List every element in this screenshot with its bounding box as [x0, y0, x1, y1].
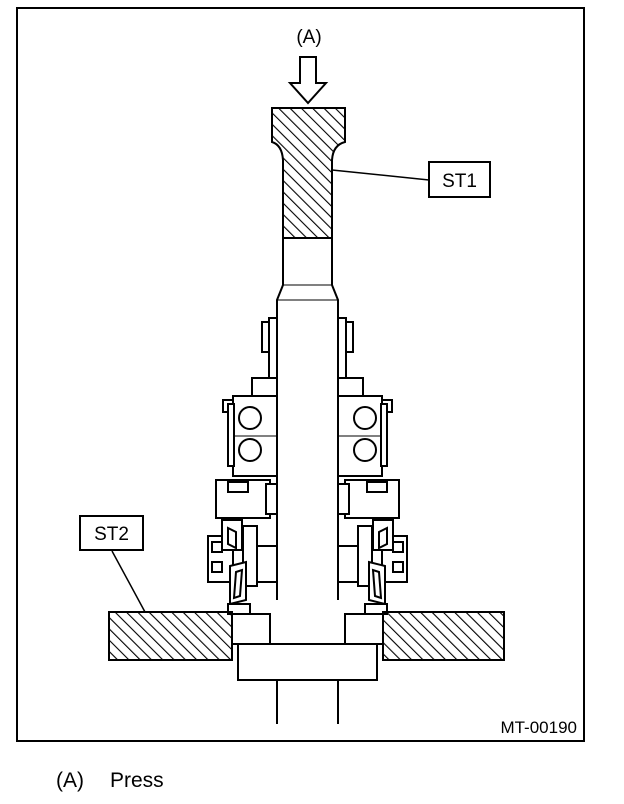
st1-callout-label: ST1	[442, 171, 477, 192]
figure-frame	[16, 7, 585, 742]
right-ball-bearing	[337, 377, 393, 477]
diagram-figure: (A) ST1	[16, 7, 585, 742]
st1-callout-box	[428, 161, 491, 198]
shaft-lower-end	[237, 643, 378, 724]
left-gear-block	[207, 479, 278, 645]
st2-callout-box	[79, 515, 144, 551]
upper-collar	[261, 317, 354, 379]
st2-base-plate-right	[382, 611, 505, 661]
st2-callout-label: ST2	[94, 524, 129, 545]
right-gear-block	[337, 479, 408, 645]
press-arrow-icon	[287, 56, 329, 105]
st1-press-tool	[271, 107, 346, 239]
press-arrow-label: (A)	[296, 27, 321, 48]
shaft	[276, 238, 339, 600]
legend-text: Press	[110, 769, 164, 792]
st2-leader-line	[111, 550, 146, 613]
st1-leader-line	[331, 169, 430, 181]
figure-id-label: MT-00190	[500, 718, 577, 737]
legend: (A) Press	[56, 769, 164, 793]
st2-base-plate-left	[108, 611, 233, 661]
left-ball-bearing	[222, 377, 278, 477]
legend-key: (A)	[56, 769, 84, 792]
